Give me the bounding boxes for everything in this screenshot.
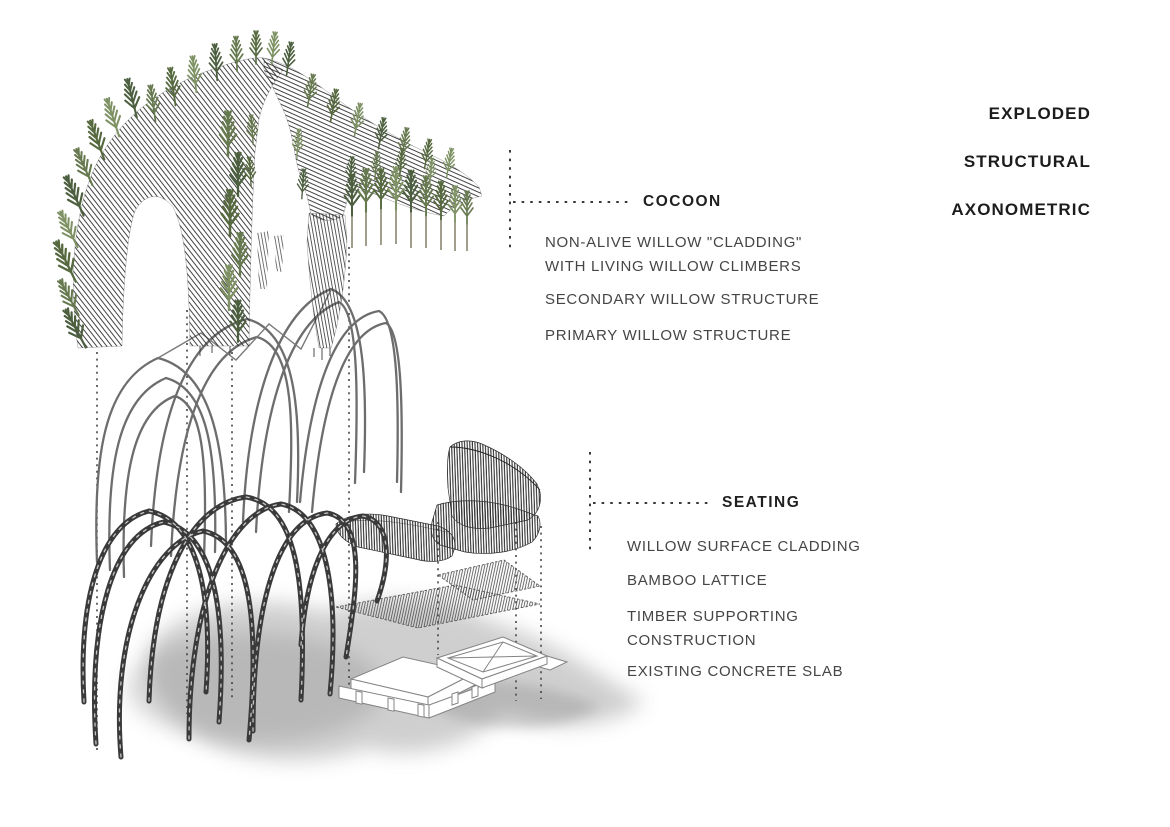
seating-item-bamboo-lattice: BAMBOO LATTICE: [627, 572, 768, 589]
primary-willow-structure: [80, 494, 389, 760]
cocoon-willow-cladding: [47, 30, 483, 360]
seating-item-willow-surface-cladding: WILLOW SURFACE CLADDING: [627, 538, 861, 555]
seating-section-label: SEATING: [722, 494, 801, 511]
cocoon-item-non-alive-willow-cladding: NON-ALIVE WILLOW "CLADDING" WITH LIVING …: [545, 234, 803, 275]
page-title: EXPLODED STRUCTURAL AXONOMETRIC: [951, 78, 1091, 246]
willow-climber-trees: [343, 165, 474, 251]
cocoon-item-secondary-willow-structure: SECONDARY WILLOW STRUCTURE: [545, 291, 820, 308]
seating-item-existing-concrete-slab: EXISTING CONCRETE SLAB: [627, 663, 844, 680]
page-title-line-1: EXPLODED: [988, 104, 1091, 123]
page-title-line-2: STRUCTURAL: [963, 152, 1091, 171]
cocoon-section-label: COCOON: [643, 193, 722, 210]
cocoon-item-primary-willow-structure: PRIMARY WILLOW STRUCTURE: [545, 327, 792, 344]
cocoon-leader-line: [509, 150, 630, 250]
cladding-hanging-curtain: [306, 212, 348, 349]
page-title-line-3: AXONOMETRIC: [951, 200, 1091, 219]
cladding-left-arch: [73, 57, 284, 349]
seating-item-timber-supporting-construction: TIMBER SUPPORTING CONSTRUCTION: [627, 608, 799, 649]
bamboo-lattice: [335, 559, 542, 629]
timber-supporting-construction: [435, 636, 569, 689]
willow-seat-cladding: [335, 440, 541, 562]
